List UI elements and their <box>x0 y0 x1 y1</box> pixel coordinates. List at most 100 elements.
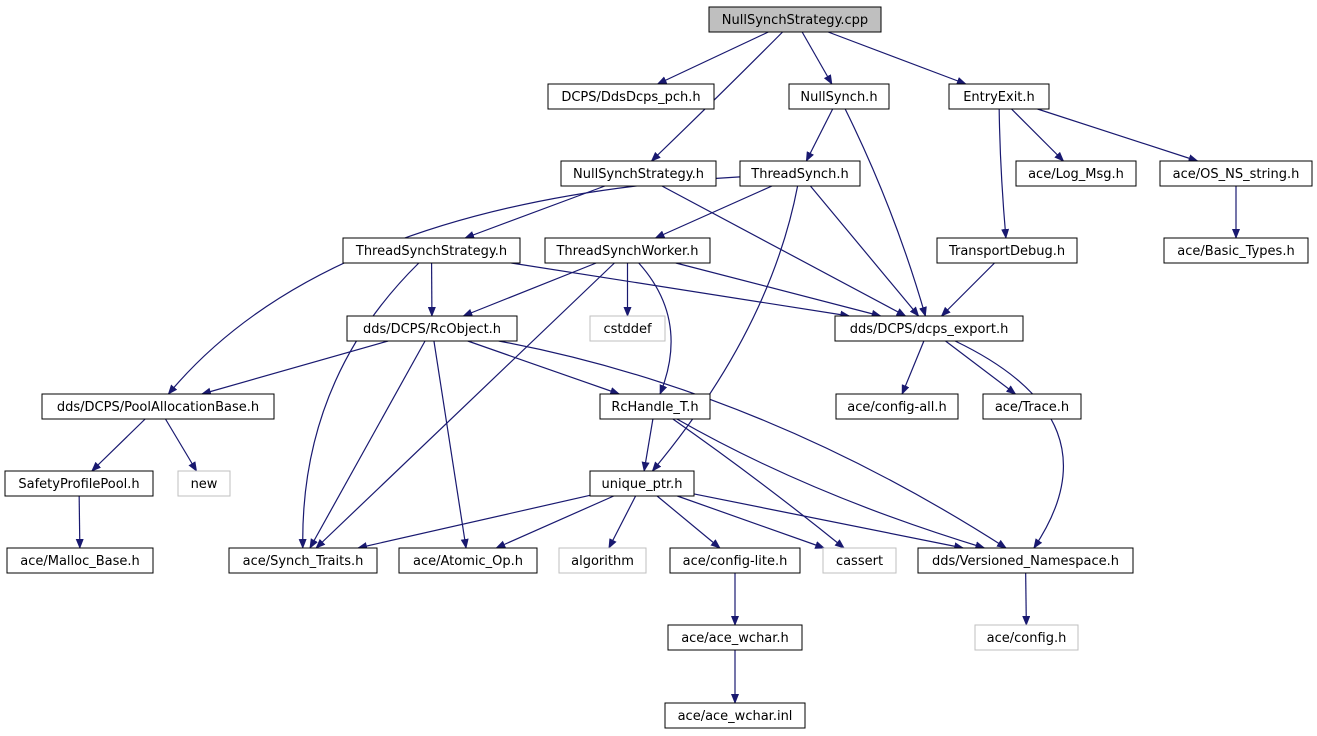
node-poolalloc[interactable]: dds/DCPS/PoolAllocationBase.h <box>41 393 275 420</box>
node-box <box>398 547 538 574</box>
node-threadsynchworker[interactable]: ThreadSynchWorker.h <box>544 237 711 264</box>
edge-threadsynchworker-to-dcpsexport <box>675 262 882 318</box>
node-label: RcHandle_T.h <box>611 400 698 415</box>
edge-transportdebug-to-dcpsexport <box>940 262 995 317</box>
node-box <box>560 160 717 187</box>
node-label: cassert <box>836 554 883 569</box>
edge-uniqueptr-to-atomicop <box>495 495 614 549</box>
edge-dcpsexport-to-versioned <box>954 340 1065 549</box>
edge-nullsynchstrategy-to-threadsynchstrategy <box>464 185 606 239</box>
edge-entryexit-to-logmsg <box>1011 108 1065 162</box>
node-box <box>1015 160 1137 187</box>
node-safetypool[interactable]: SafetyProfilePool.h <box>4 470 154 497</box>
node-rchandle[interactable]: RcHandle_T.h <box>599 393 711 420</box>
edge-threadsynchstrategy-to-dcpsexport <box>511 262 851 319</box>
node-label: ace/config-lite.h <box>683 554 788 569</box>
node-box <box>667 624 803 651</box>
node-box <box>544 237 711 264</box>
node-label: dds/DCPS/RcObject.h <box>363 322 501 337</box>
node-rcobject[interactable]: dds/DCPS/RcObject.h <box>346 315 518 342</box>
node-box <box>822 547 897 574</box>
node-root[interactable]: NullSynchStrategy.cpp <box>708 6 882 33</box>
node-box <box>6 547 154 574</box>
node-label: ThreadSynch.h <box>750 167 848 182</box>
node-pch[interactable]: DCPS/DdsDcps_pch.h <box>547 83 715 110</box>
node-box <box>1163 237 1309 264</box>
node-mallocbase[interactable]: ace/Malloc_Base.h <box>6 547 154 574</box>
node-box <box>547 83 715 110</box>
node-label: ace/Atomic_Op.h <box>413 554 523 569</box>
node-cassert: cassert <box>822 547 897 574</box>
node-box <box>917 547 1134 574</box>
node-box <box>788 83 890 110</box>
edge-uniqueptr-to-cassert <box>677 495 826 549</box>
edge-nullsynchstrategy-to-dcpsexport <box>661 185 907 317</box>
node-box <box>228 547 378 574</box>
node-label: algorithm <box>571 554 634 569</box>
node-label: SafetyProfilePool.h <box>18 477 139 492</box>
edge-root-to-entryexit <box>827 31 967 85</box>
node-threadsynchstrategy[interactable]: ThreadSynchStrategy.h <box>342 237 521 264</box>
node-box <box>664 702 806 729</box>
edge-poolalloc-to-new <box>164 418 198 472</box>
node-uniqueptr[interactable]: unique_ptr.h <box>589 470 695 497</box>
node-label: ace/config-all.h <box>847 400 947 415</box>
node-label: dds/Versioned_Namespace.h <box>932 554 1119 569</box>
node-configlite[interactable]: ace/config-lite.h <box>669 547 801 574</box>
node-atomicop[interactable]: ace/Atomic_Op.h <box>398 547 538 574</box>
node-nullsynch[interactable]: NullSynch.h <box>788 83 890 110</box>
node-versioned[interactable]: dds/Versioned_Namespace.h <box>917 547 1134 574</box>
edge-threadsynchworker-to-rchandle <box>638 262 672 395</box>
edge-threadsynchworker-to-synchtraits <box>315 262 615 549</box>
edge-threadsynch-to-dcpsexport <box>809 185 920 317</box>
node-label: unique_ptr.h <box>602 477 683 492</box>
edge-safetypool-to-mallocbase <box>75 495 84 549</box>
node-label: new <box>191 477 218 492</box>
node-box <box>739 160 861 187</box>
node-nullsynchstrategy[interactable]: NullSynchStrategy.h <box>560 160 717 187</box>
edge-uniqueptr-to-synchtraits <box>357 494 591 550</box>
edge-rcobject-to-poolalloc <box>200 340 389 396</box>
node-label: ace/Basic_Types.h <box>1177 244 1294 259</box>
node-label: ace/Trace.h <box>995 400 1069 415</box>
node-label: NullSynchStrategy.cpp <box>722 13 868 28</box>
node-dcpsexport[interactable]: dds/DCPS/dcps_export.h <box>834 315 1024 342</box>
node-box <box>4 470 154 497</box>
node-box <box>41 393 275 420</box>
edge-poolalloc-to-safetypool <box>91 418 146 472</box>
edge-rcobject-to-rchandle <box>467 340 621 395</box>
edge-uniqueptr-to-algorithm <box>608 495 637 549</box>
node-box <box>669 547 801 574</box>
node-box <box>1159 160 1313 187</box>
edge-versioned-to-aceconfig <box>1022 572 1031 626</box>
edge-rchandle-to-cassert <box>672 418 845 549</box>
node-osnsstring[interactable]: ace/OS_NS_string.h <box>1159 160 1313 187</box>
node-acewcharinl[interactable]: ace/ace_wchar.inl <box>664 702 806 729</box>
node-label: ace/Log_Msg.h <box>1028 167 1124 182</box>
node-synchtraits[interactable]: ace/Synch_Traits.h <box>228 547 378 574</box>
node-transportdebug[interactable]: TransportDebug.h <box>936 237 1078 264</box>
edge-uniqueptr-to-versioned <box>693 493 965 551</box>
edge-uniqueptr-to-configlite <box>656 495 721 549</box>
node-box <box>936 237 1078 264</box>
node-label: ace/config.h <box>987 631 1067 646</box>
edge-threadsynchstrategy-to-synchtraits <box>298 262 420 549</box>
edge-rcobject-to-versioned <box>498 340 1007 549</box>
node-label: NullSynch.h <box>800 90 877 105</box>
edge-rchandle-to-versioned <box>676 418 986 550</box>
node-entryexit[interactable]: EntryExit.h <box>948 83 1050 110</box>
node-acewchar[interactable]: ace/ace_wchar.h <box>667 624 803 651</box>
node-trace[interactable]: ace/Trace.h <box>982 393 1082 420</box>
edge-dcpsexport-to-configall <box>901 340 925 395</box>
node-logmsg[interactable]: ace/Log_Msg.h <box>1015 160 1137 187</box>
node-box <box>599 393 711 420</box>
node-configall[interactable]: ace/config-all.h <box>835 393 959 420</box>
node-label: DCPS/DdsDcps_pch.h <box>561 90 700 105</box>
edge-entryexit-to-transportdebug <box>998 108 1010 239</box>
node-box <box>558 547 647 574</box>
edge-threadsynch-to-threadsynchworker <box>654 185 773 239</box>
node-label: cstddef <box>603 322 652 337</box>
node-threadsynch[interactable]: ThreadSynch.h <box>739 160 861 187</box>
node-box <box>948 83 1050 110</box>
node-basictypes[interactable]: ace/Basic_Types.h <box>1163 237 1309 264</box>
